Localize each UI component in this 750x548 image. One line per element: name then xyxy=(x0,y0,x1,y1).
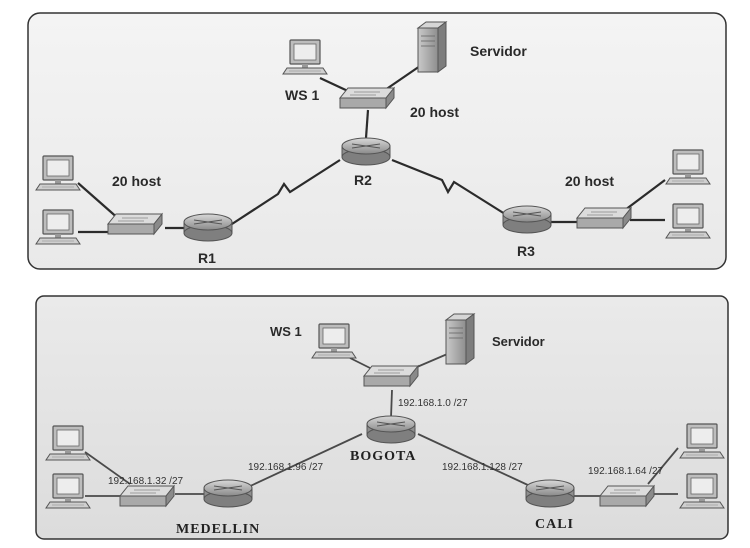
host-pc-icon xyxy=(665,149,711,185)
label-server: Servidor xyxy=(492,334,545,349)
host-pc-icon xyxy=(665,203,711,239)
label-ws1: WS 1 xyxy=(285,87,319,103)
host-pc-icon xyxy=(679,423,725,459)
link-bogota-cali xyxy=(417,433,531,487)
switch-icon xyxy=(107,213,163,235)
label-ws1: WS 1 xyxy=(270,324,302,339)
label-net-cali-lan: 192.168.1.64 /27 xyxy=(588,466,664,477)
label-hosts-r3: 20 host xyxy=(565,173,614,189)
router-r3-icon xyxy=(502,205,552,234)
server-icon xyxy=(417,21,447,73)
router-cali-icon xyxy=(525,479,575,508)
label-medellin: MEDELLIN xyxy=(176,522,260,537)
switch-icon xyxy=(119,485,175,507)
label-r2: R2 xyxy=(354,172,372,188)
ws1-pc-icon xyxy=(311,323,357,359)
router-bogota-icon xyxy=(366,415,416,444)
link-switch-bogota xyxy=(390,389,393,419)
label-net-medellin-lan: 192.168.1.32 /27 xyxy=(108,476,184,487)
switch-icon xyxy=(339,87,395,109)
label-hosts-r2: 20 host xyxy=(410,104,459,120)
link-pc1-switch xyxy=(84,451,131,485)
host-pc-icon xyxy=(45,425,91,461)
label-cali: CALI xyxy=(535,517,574,532)
link-ws1-switch xyxy=(319,77,351,93)
router-medellin-icon xyxy=(203,479,253,508)
router-r2-icon xyxy=(341,137,391,166)
link-switch-pc3 xyxy=(624,179,666,211)
label-r3: R3 xyxy=(517,243,535,259)
switch-icon xyxy=(576,207,632,229)
switch-icon xyxy=(363,365,419,387)
link-switch-r2 xyxy=(364,109,370,139)
serial-link-r1-r2 xyxy=(231,159,341,225)
label-net-cali-wan: 192.168.1.128 /27 xyxy=(442,462,523,473)
label-net-bogota-lan: 192.168.1.0 /27 xyxy=(398,398,468,409)
label-server: Servidor xyxy=(470,43,527,59)
router-r1-icon xyxy=(183,213,233,242)
label-net-medellin-wan: 192.168.1.96 /27 xyxy=(248,462,324,473)
top-diagram-panel: WS 1 Servidor 20 host 20 host 20 host R2… xyxy=(27,12,727,270)
host-pc-icon xyxy=(45,473,91,509)
host-pc-icon xyxy=(679,473,725,509)
link-bogota-medellin xyxy=(245,433,363,489)
link-server-switch xyxy=(384,65,421,91)
host-pc-icon xyxy=(35,155,81,191)
host-pc-icon xyxy=(35,209,81,245)
label-hosts-r1: 20 host xyxy=(112,173,161,189)
link-pc1-switch xyxy=(77,182,121,221)
ws1-pc-icon xyxy=(282,39,328,75)
label-bogota: BOGOTA xyxy=(350,449,416,464)
bottom-links xyxy=(84,351,679,497)
label-r1: R1 xyxy=(198,250,216,266)
server-icon xyxy=(445,313,475,365)
bottom-diagram-panel: WS 1 Servidor 192.168.1.0 /27 BOGOTA 192… xyxy=(35,295,729,540)
link-switch-pc3 xyxy=(647,447,679,485)
serial-link-r2-r3 xyxy=(391,158,506,215)
switch-icon xyxy=(599,485,655,507)
